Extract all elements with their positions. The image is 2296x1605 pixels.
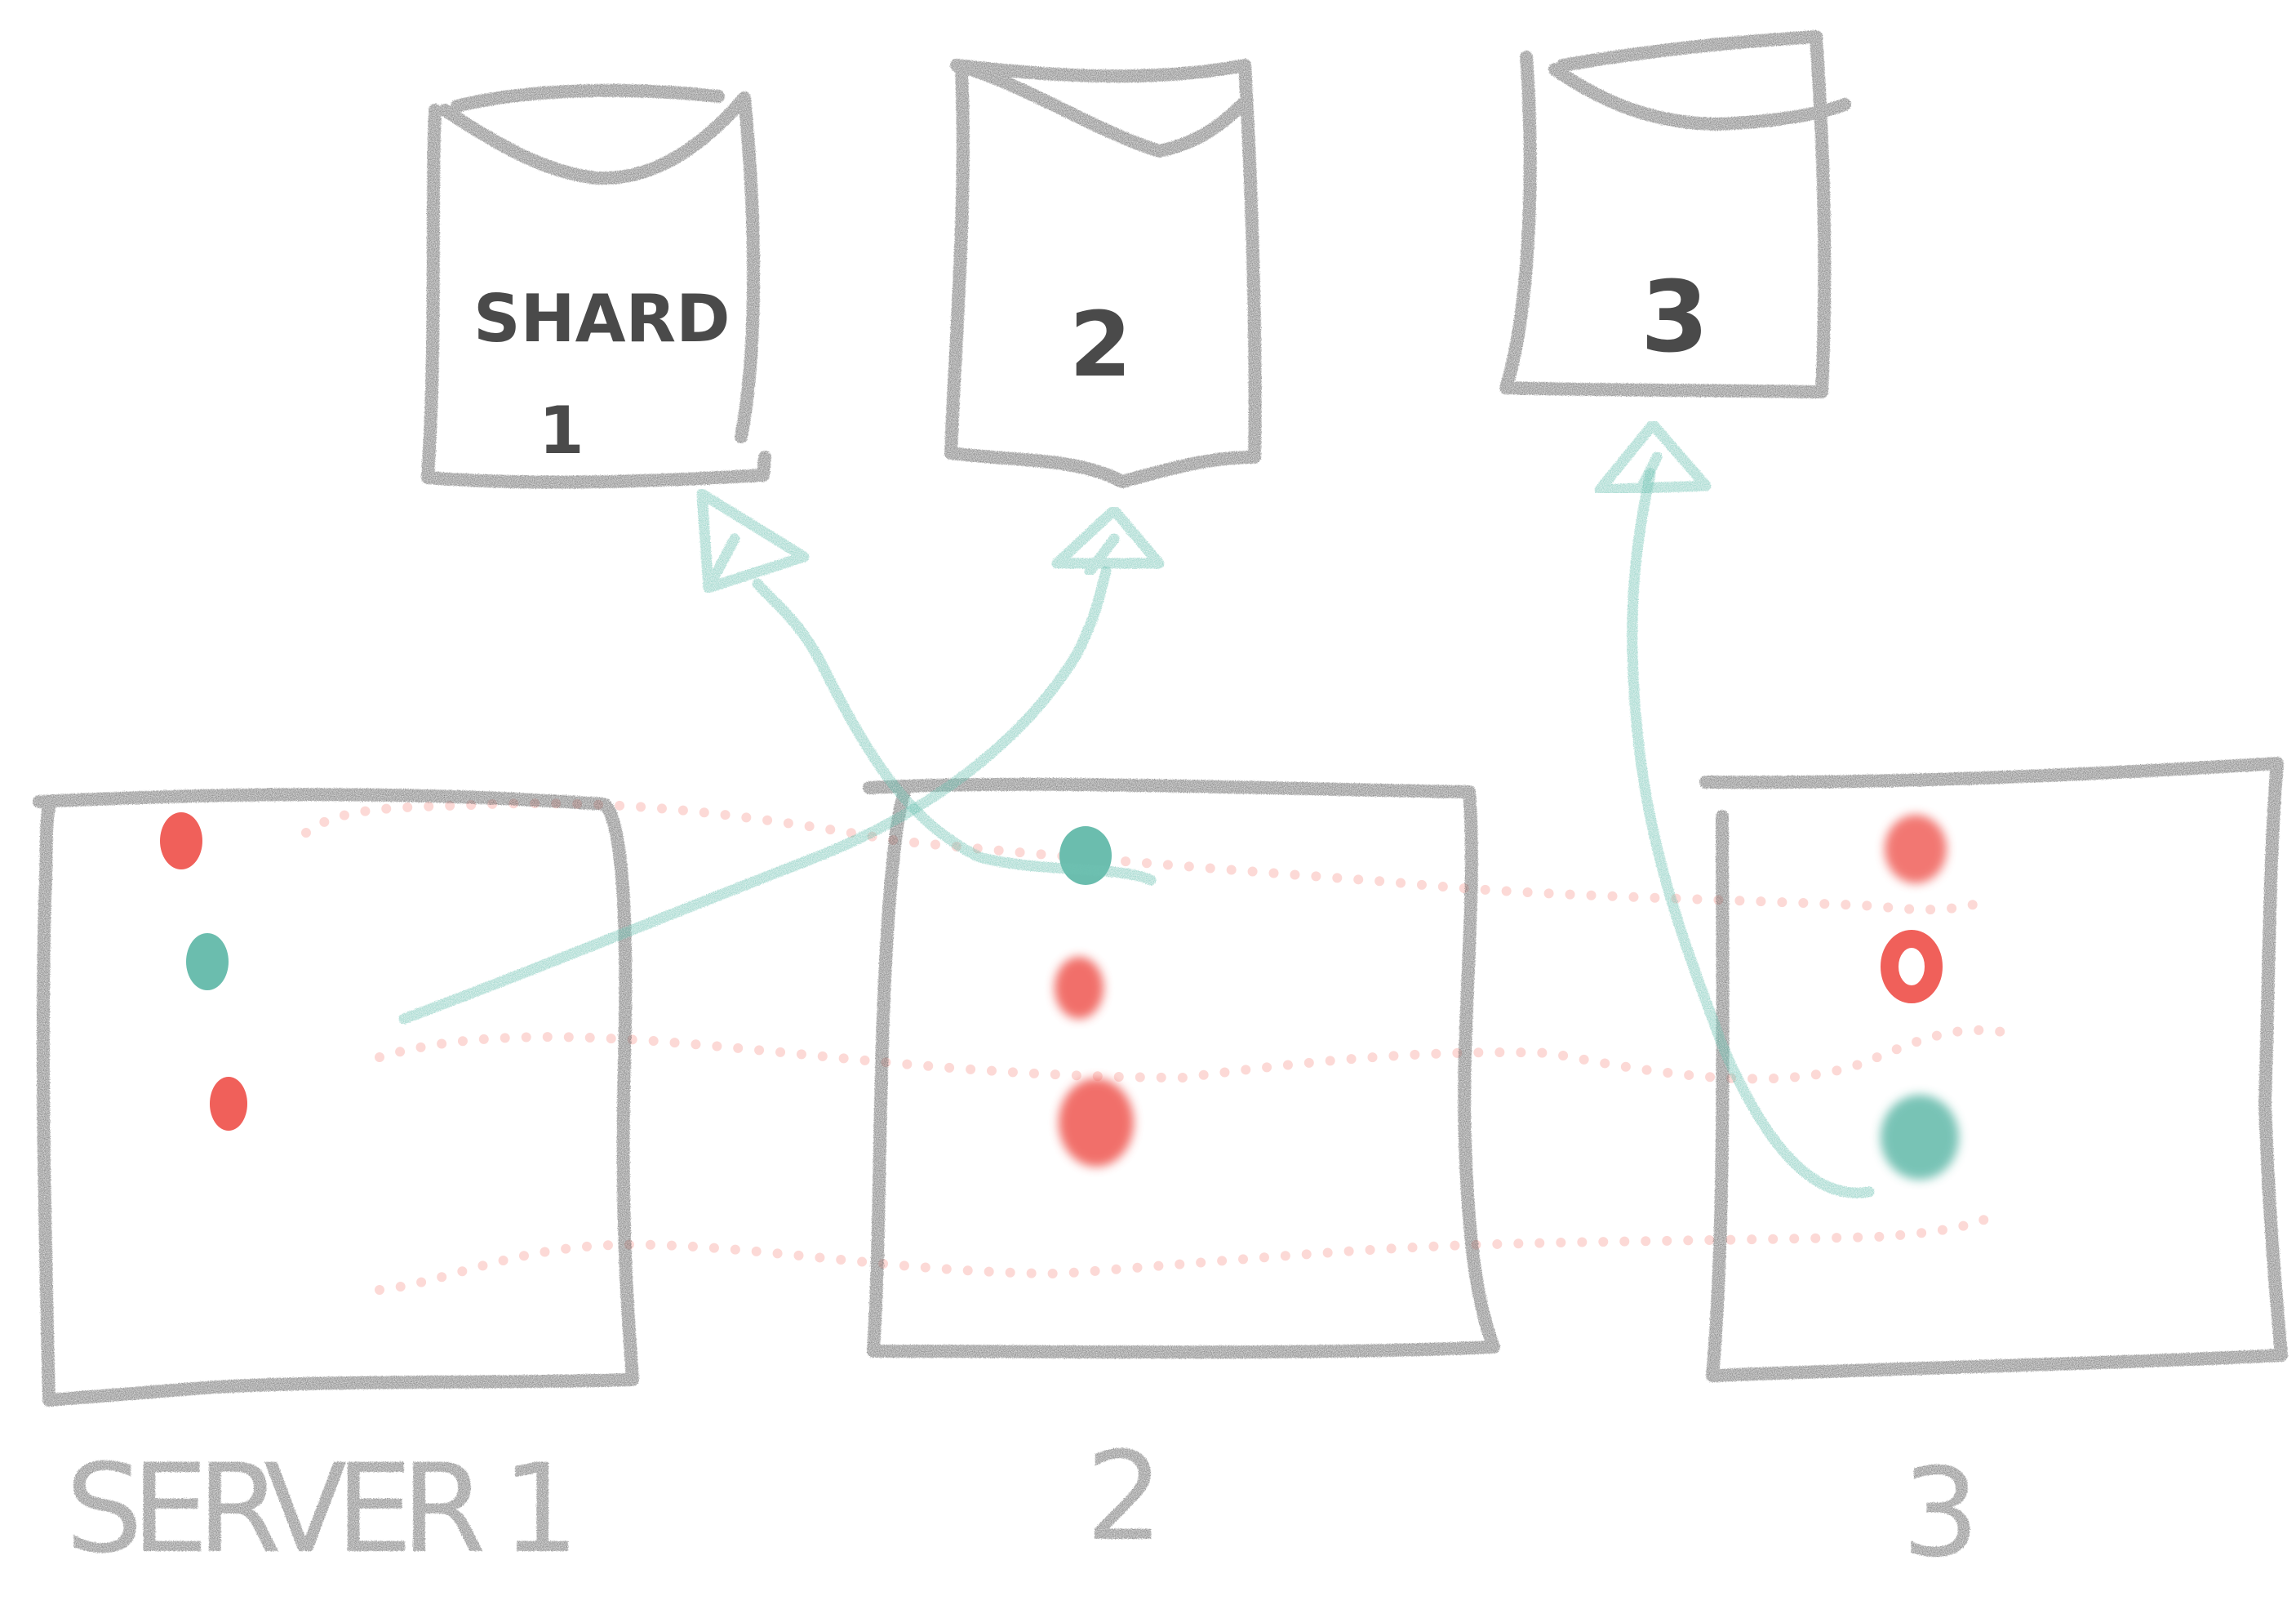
server-1-label: SERVER 1 xyxy=(65,1438,580,1581)
replication-link-shard-3 xyxy=(375,1212,1996,1295)
chunk-secondary xyxy=(1885,815,1947,883)
arrow-server2-to-shard1 xyxy=(696,488,1157,886)
server-1: SERVER 1 xyxy=(33,788,639,1581)
server-3-outline xyxy=(1699,757,2288,1382)
server-3-chunks xyxy=(1881,815,1959,1180)
shard-1-outline xyxy=(421,83,771,489)
shard-3: 3 xyxy=(1499,30,1851,398)
server-2-label: 2 xyxy=(1086,1426,1163,1568)
server-3-label: 3 xyxy=(1902,1443,1979,1585)
chunk-secondary xyxy=(210,1077,247,1131)
shard-2-outline xyxy=(944,59,1262,488)
server-3: 3 xyxy=(1699,757,2288,1585)
arrow-shaft xyxy=(1627,468,1875,1198)
shard-2-label: 2 xyxy=(1069,292,1132,397)
chunk-secondary xyxy=(1881,930,1943,1003)
server-2-outline xyxy=(863,777,1500,1359)
shard-2: 2 xyxy=(944,59,1262,488)
chunk-primary xyxy=(1881,1095,1959,1180)
chunk-primary xyxy=(186,933,229,990)
arrow-server1-to-shard2 xyxy=(398,505,1165,1025)
chunk-secondary xyxy=(160,812,202,869)
server-1-chunks xyxy=(160,812,247,1131)
shard-3-label: 3 xyxy=(1641,261,1709,375)
chunk-secondary xyxy=(1059,1078,1134,1167)
arrow-head-icon xyxy=(1051,505,1165,577)
shard-3-outline xyxy=(1499,30,1851,398)
arrow-head-icon xyxy=(1594,419,1712,496)
chunk-secondary xyxy=(1055,957,1104,1019)
replication-links xyxy=(301,798,2013,1295)
arrow-head-icon xyxy=(696,488,810,594)
shard-1-label-bottom: 1 xyxy=(539,393,584,469)
arrow-shaft xyxy=(398,566,1112,1025)
primary-arrows xyxy=(398,419,1875,1198)
arrow-shaft xyxy=(752,578,1157,886)
shard-1: SHARD 1 xyxy=(421,83,771,489)
server-1-outline xyxy=(33,788,639,1407)
replication-link-shard-1 xyxy=(301,798,1996,915)
arrow-server3-to-shard3 xyxy=(1594,419,1875,1198)
server-2: 2 xyxy=(863,777,1500,1568)
shard-1-label-top: SHARD xyxy=(473,281,731,357)
